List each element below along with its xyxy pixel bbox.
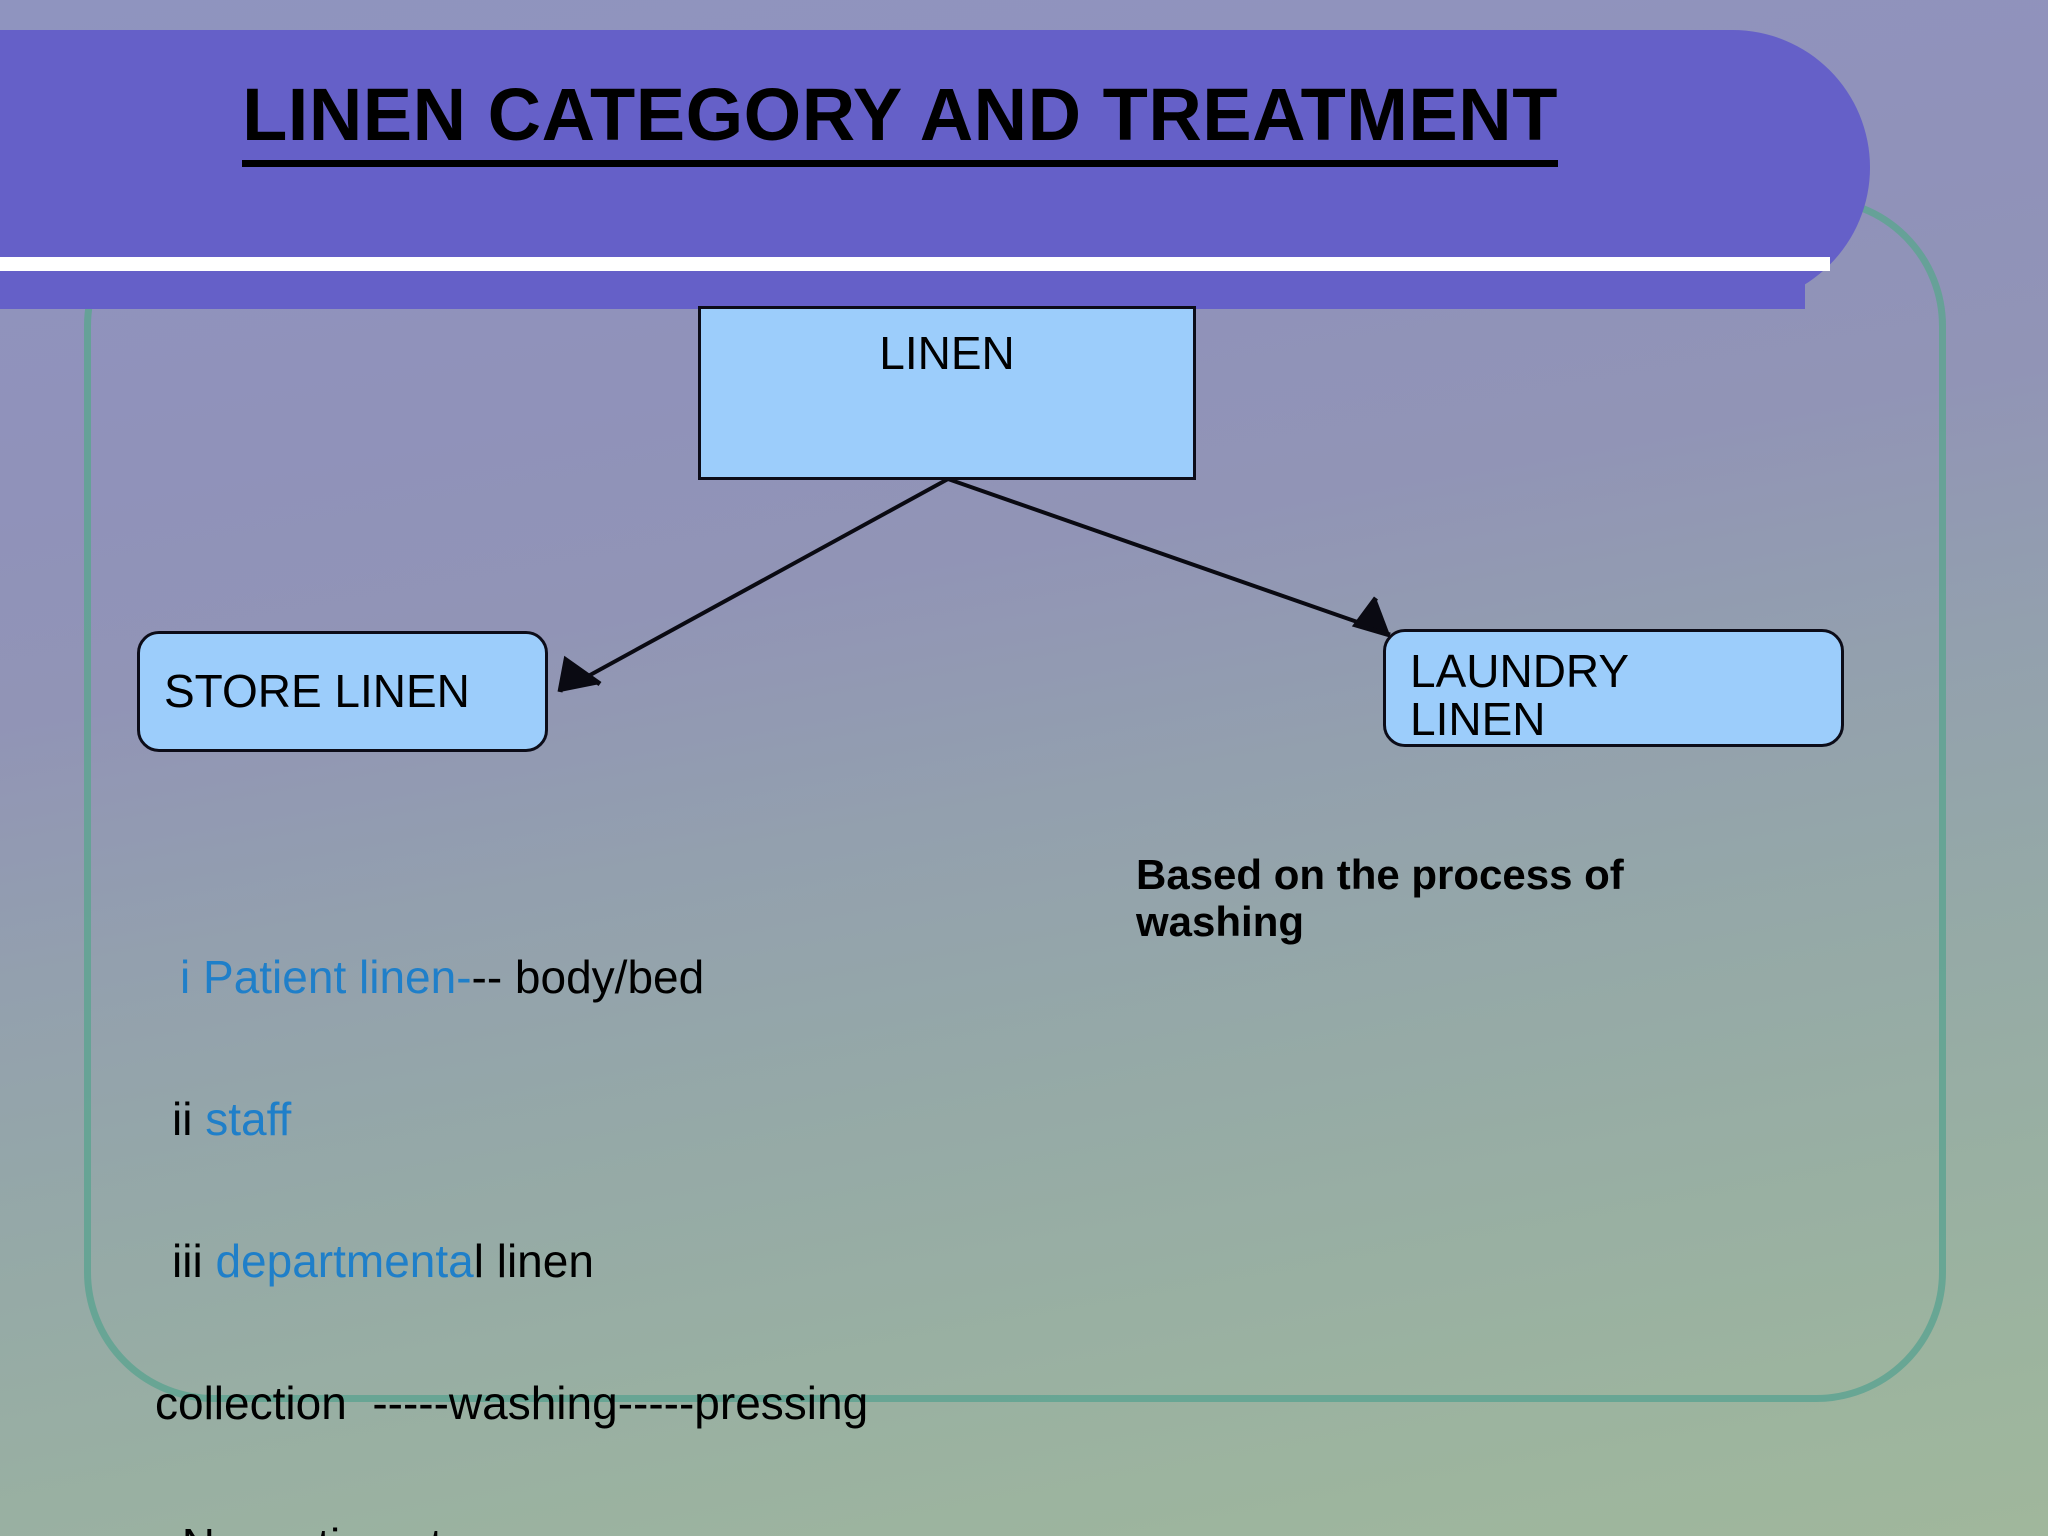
node-store-linen-label: STORE LINEN xyxy=(164,665,470,718)
note-line-3-black: l linen xyxy=(473,1235,594,1287)
node-linen[interactable]: LINEN xyxy=(698,306,1196,480)
note-line-3: iii departmental linen xyxy=(155,1238,868,1288)
note-line-3-marker: iii xyxy=(172,1235,203,1287)
note-line-1-blue: Patient linen- xyxy=(190,951,472,1003)
title-banner-underline xyxy=(0,257,1830,271)
node-store-linen[interactable]: STORE LINEN xyxy=(137,631,548,752)
title-banner-strip xyxy=(0,271,1805,309)
note-line-2-marker: ii xyxy=(172,1093,193,1145)
note-line-1: i Patient linen--- body/bed xyxy=(155,954,868,1004)
laundry-linen-notes: Based on the process of washing xyxy=(1136,851,1624,946)
node-laundry-linen-label-line2: LINEN xyxy=(1410,693,1546,746)
note-line-2-blue: staff xyxy=(192,1093,292,1145)
page-title-text: LINEN CATEGORY AND TREATMENT xyxy=(242,73,1558,167)
node-linen-label: LINEN xyxy=(879,327,1015,379)
page-title: LINEN CATEGORY AND TREATMENT xyxy=(0,72,1800,167)
node-laundry-linen[interactable]: LAUNDRY LINEN xyxy=(1383,629,1844,747)
note-line-4: collection -----washing-----pressing xyxy=(155,1377,869,1429)
note-line-3-blue: departmenta xyxy=(202,1235,474,1287)
note-line-1-marker: i xyxy=(180,951,191,1003)
node-laundry-linen-label-line1: LAUNDRY xyxy=(1410,645,1629,697)
note-line-5: No sorting at source xyxy=(155,1522,868,1536)
note-line-2: ii staff xyxy=(155,1096,868,1146)
store-linen-notes: i Patient linen--- body/bed ii staff iii… xyxy=(155,862,868,1536)
note-line-1-black: -- body/bed xyxy=(471,951,705,1003)
